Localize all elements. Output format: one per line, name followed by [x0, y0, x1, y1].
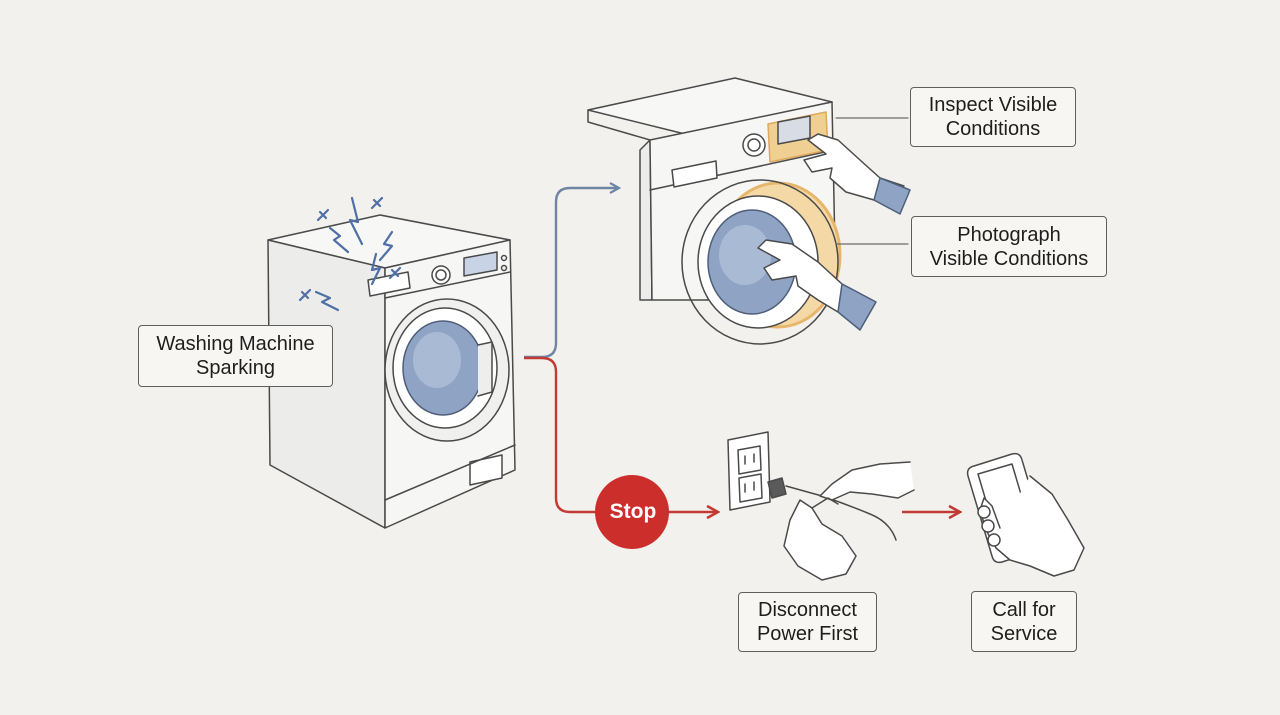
wall-outlet-illustration	[727, 431, 771, 511]
node-call-for-service: Call for Service	[971, 591, 1077, 652]
connector-safe-path	[524, 188, 618, 359]
node-inspect-visible-conditions: Inspect Visible Conditions	[910, 87, 1076, 147]
start-node-line-2: Sparking	[196, 357, 275, 379]
connector-stop-path	[524, 356, 958, 512]
node-disconnect-power-first: Disconnect Power First	[738, 592, 877, 652]
disconnect-line-1: Disconnect	[758, 599, 857, 621]
photograph-line-2: Visible Conditions	[929, 247, 1089, 270]
hands-inspecting-illustration	[587, 77, 911, 345]
inspect-line-2: Conditions	[945, 118, 1041, 140]
call-line-2: Service	[990, 622, 1058, 645]
start-node-line-1: Washing Machine	[156, 333, 315, 355]
start-node-washing-machine-sparking: Washing Machine Sparking	[138, 325, 333, 387]
call-line-1: Call for	[992, 598, 1056, 621]
unplugging-hands-illustration	[767, 461, 915, 581]
disconnect-line-2: Power First	[756, 623, 859, 645]
phone-in-hand-illustration	[966, 452, 1085, 577]
inspect-line-1: Inspect Visible	[928, 94, 1058, 116]
stop-label: Stop	[609, 500, 657, 523]
stop-badge	[595, 475, 669, 549]
photograph-line-1: Photograph	[957, 223, 1061, 246]
washing-machine-illustration	[267, 214, 516, 529]
node-photograph-visible-conditions: Photograph Visible Conditions	[911, 216, 1107, 277]
spark-icon	[298, 196, 402, 312]
